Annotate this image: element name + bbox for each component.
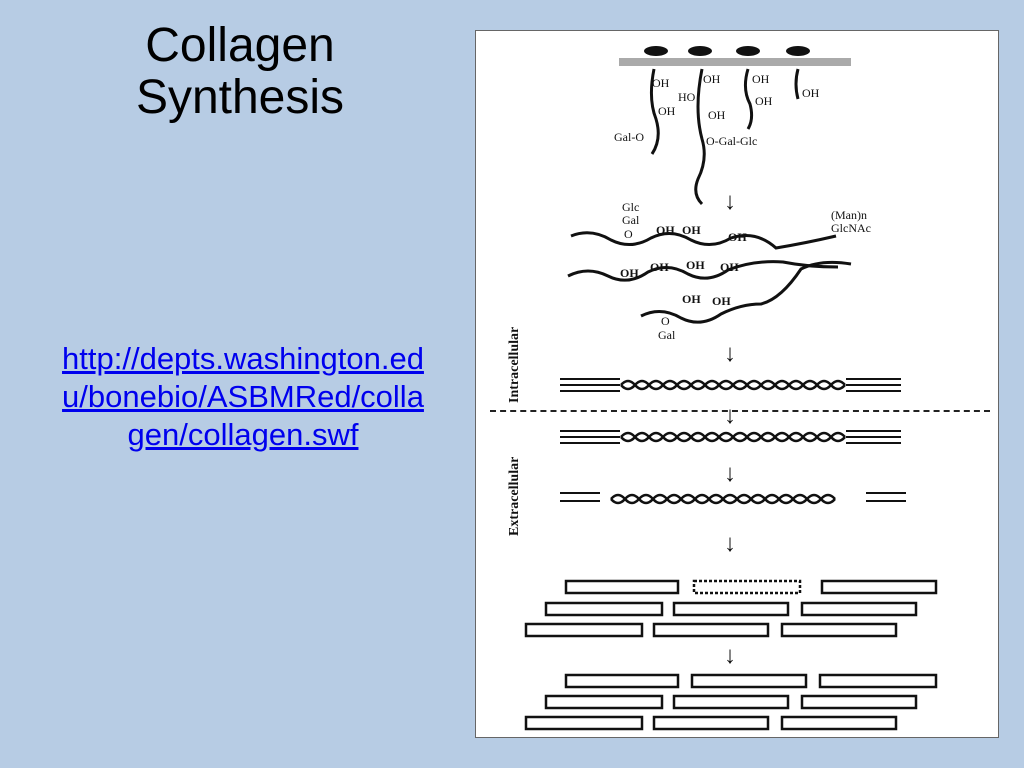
helix — [610, 493, 836, 505]
collagen-molecule — [564, 673, 680, 689]
propeptide-c — [846, 430, 901, 444]
source-link[interactable]: http://depts.washington.edu/bonebio/ASBM… — [62, 341, 424, 452]
chain — [794, 68, 800, 100]
collagen-molecule — [652, 715, 770, 731]
collagen-molecule — [672, 694, 790, 710]
cleaved-n-propeptide — [560, 492, 600, 502]
helix — [620, 379, 846, 391]
propeptide-n — [560, 430, 620, 444]
gal-label: Gal — [622, 213, 640, 227]
diagram-svg: OH OH HO OH OH OH OH OH Gal-O O-Gal-Glc … — [507, 46, 938, 731]
cleaved-c-propeptide — [866, 492, 906, 502]
ribosomes — [644, 46, 810, 56]
chain — [743, 68, 754, 130]
title-line-2: Synthesis — [135, 71, 345, 124]
oh-label: OH — [686, 258, 705, 272]
ho-label: HO — [678, 90, 696, 104]
chain — [649, 68, 660, 155]
slide-title: Collagen Synthesis — [40, 20, 440, 124]
ribosome — [736, 46, 760, 56]
glcnac-label: GlcNAc — [831, 221, 871, 235]
collagen-molecule — [800, 694, 918, 710]
glc-label: Glc — [622, 200, 639, 214]
chain — [694, 68, 706, 206]
tropocollagen — [560, 492, 906, 505]
o-gal-glc-label: O-Gal-Glc — [706, 134, 757, 148]
collagen-fibril — [524, 673, 938, 731]
oh-label: OH — [703, 72, 721, 86]
collagen-molecule — [800, 601, 918, 617]
ribosome — [644, 46, 668, 56]
gal-o-label: Gal-O — [614, 130, 644, 144]
collagen-molecule — [780, 622, 898, 638]
procollagen-helix — [560, 378, 901, 392]
collagen-molecule — [690, 673, 808, 689]
title-line-1: Collagen — [145, 19, 335, 72]
collagen-molecule — [780, 715, 898, 731]
chain — [567, 260, 839, 282]
arrow-icon: ↓ — [724, 189, 736, 215]
oh-label: OH — [802, 86, 820, 100]
ribosome — [688, 46, 712, 56]
ribosome-membrane — [619, 58, 851, 66]
arrow-icon: ↓ — [724, 341, 736, 367]
collagen-molecule — [652, 622, 770, 638]
oh-label: OH — [658, 104, 676, 118]
helix — [620, 431, 846, 443]
nascent-chains — [649, 68, 800, 206]
collagen-synthesis-figure: OH OH HO OH OH OH OH OH Gal-O O-Gal-Glc … — [475, 30, 999, 738]
o-label: O — [661, 314, 670, 328]
chain — [570, 231, 837, 250]
arrow-icon: ↓ — [724, 531, 736, 557]
stage1-labels: OH OH HO OH OH OH OH OH Gal-O O-Gal-Glc — [614, 72, 820, 148]
procollagen-helix-secreted — [560, 430, 901, 444]
oh-label: OH — [656, 223, 675, 237]
oh-label: OH — [620, 266, 639, 280]
chain — [640, 260, 852, 324]
collagen-molecule — [564, 579, 680, 595]
gal-label: Gal — [658, 328, 676, 342]
cell-membrane-divider — [490, 410, 990, 412]
fibril-assembly — [524, 579, 938, 638]
oh-label: OH — [755, 94, 773, 108]
oh-label: OH — [652, 76, 670, 90]
procollagen-chains — [567, 231, 852, 324]
extracellular-label: Extracellular — [507, 457, 522, 536]
oh-label: OH — [712, 294, 731, 308]
oh-label: OH — [708, 108, 726, 122]
collagen-molecule — [544, 694, 664, 710]
oh-label: OH — [682, 223, 701, 237]
arrow-icon: ↓ — [724, 461, 736, 487]
intracellular-label: Intracellular — [507, 327, 522, 403]
collagen-molecule — [672, 601, 790, 617]
oh-label: OH — [720, 260, 739, 274]
collagen-molecule — [544, 601, 664, 617]
collagen-molecule — [692, 579, 802, 595]
collagen-molecule — [524, 715, 644, 731]
collagen-molecule — [820, 579, 938, 595]
collagen-molecule — [524, 622, 644, 638]
ribosome — [786, 46, 810, 56]
propeptide-n — [560, 378, 620, 392]
arrow-icon: ↓ — [724, 643, 736, 669]
stage2-labels: Glc Gal O OH OH OH OH OH OH OH OH OH O G… — [620, 200, 871, 342]
propeptide-c — [846, 378, 901, 392]
oh-label: OH — [682, 292, 701, 306]
o-label: O — [624, 227, 633, 241]
collagen-molecule — [818, 673, 938, 689]
arrow-icon: ↓ — [724, 403, 736, 429]
man-n-label: (Man)n — [831, 208, 867, 222]
oh-label: OH — [752, 72, 770, 86]
oh-label: OH — [650, 260, 669, 274]
oh-label: OH — [728, 230, 747, 244]
